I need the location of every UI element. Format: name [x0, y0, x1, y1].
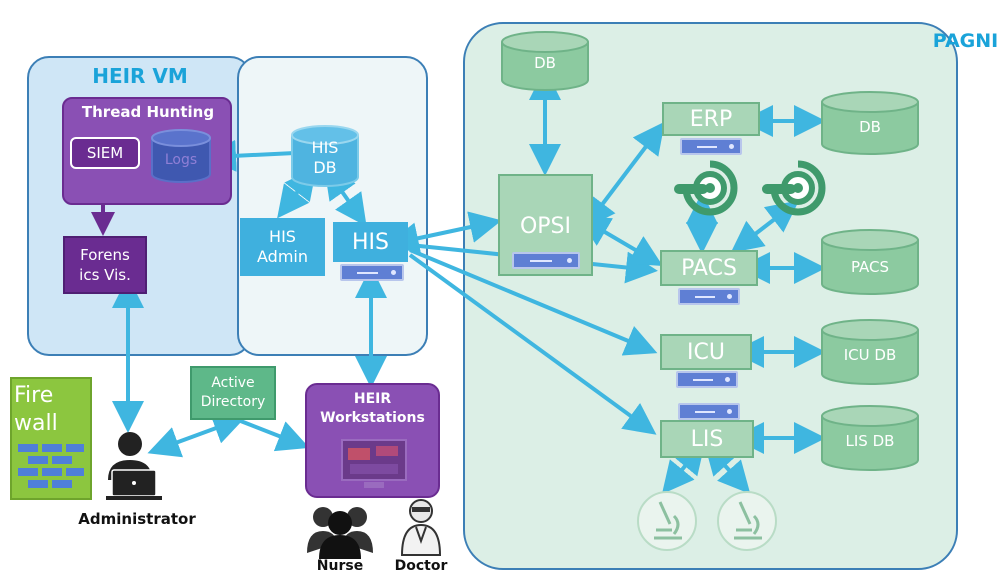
his-admin-box: HIS Admin: [240, 218, 325, 276]
mri-scanner-icon: [674, 160, 738, 216]
his-db-line-2: DB: [313, 158, 337, 177]
firewall-label: Fire wall: [14, 380, 74, 440]
opsi-server-icon: [512, 252, 580, 269]
mri-scanner-icon-2: [762, 160, 826, 216]
arrow-lis-microscope1: [661, 441, 706, 495]
erp-database-icon: [821, 91, 919, 155]
erp-server-icon: [680, 138, 742, 155]
his-db-line-1: HIS: [311, 138, 339, 157]
arrow-mri2-pacs: [730, 200, 800, 253]
pagni-title: PAGNI: [932, 30, 999, 52]
microscope-icon: [637, 491, 697, 551]
opsi-label: OPSI: [519, 214, 572, 239]
firewall-line-1: Fire: [14, 383, 54, 408]
arrow-his-icu: [409, 248, 658, 356]
icu-database-icon: [821, 319, 919, 385]
lis-box: LIS: [660, 420, 754, 458]
arrow-his-opsi: [386, 211, 502, 254]
his-server-icon: [340, 264, 404, 281]
active-directory-line-1: Active: [211, 375, 255, 391]
arrow-opsi-pacs: [577, 215, 663, 267]
arrow-opsi-erp: [583, 121, 665, 230]
siem-box: SIEM: [70, 137, 140, 169]
logs-database-icon: [151, 129, 211, 183]
nurse-group-icon: [307, 507, 373, 559]
icu-db-label: ICU DB: [843, 346, 897, 364]
workstation-monitor-icon: [341, 439, 407, 488]
his-db-label: HIS DB: [290, 132, 360, 184]
workstations-line-1: HEIR: [353, 391, 392, 407]
workstations-line-2: Workstations: [320, 410, 425, 426]
lis-database-icon: [821, 405, 919, 471]
arrow-ad-workstations: [237, 418, 310, 452]
icu-server-icon: [676, 371, 738, 388]
firewall-box: [10, 377, 92, 500]
pacs-database-icon: [821, 229, 919, 295]
erp-db-label: DB: [859, 118, 881, 136]
his-server-box: HIS: [333, 222, 408, 262]
doctor-label: Doctor: [394, 558, 448, 574]
arrow-lis-microscope2: [704, 442, 751, 494]
forensics-vis-box: Forens ics Vis.: [63, 236, 147, 294]
his-database-icon: [291, 125, 359, 187]
doctor-icon: [400, 499, 442, 556]
his-admin-line-2: Admin: [257, 247, 308, 266]
his-admin-line-1: HIS: [269, 227, 296, 246]
heir-vm-title: HEIR VM: [92, 64, 188, 88]
active-directory-line-2: Directory: [200, 394, 266, 410]
pacs-box: PACS: [660, 250, 758, 286]
lis-server-icon: [678, 403, 740, 420]
nurse-label: Nurse: [316, 558, 364, 574]
administrator-label: Administrator: [78, 510, 196, 528]
top-database-icon: [501, 31, 589, 91]
workstations-label: HEIR Workstations: [305, 388, 440, 430]
firewall-line-2: wall: [14, 411, 58, 436]
microscope-icon-2: [717, 491, 777, 551]
arrow-hisdb-his: [324, 166, 367, 227]
pacs-db-label: PACS: [850, 258, 890, 276]
forensics-line-2: ics Vis.: [79, 266, 131, 284]
active-directory-box: Active Directory: [190, 366, 276, 420]
thread-hunting-label: Thread Hunting: [81, 103, 215, 121]
forensics-line-1: Forens: [80, 246, 130, 264]
logs-label: Logs: [164, 152, 198, 168]
brick-wall-icon: [18, 444, 84, 488]
pacs-server-icon: [678, 288, 740, 305]
arrow-his-lis: [408, 253, 657, 435]
arrow-admin-ad: [147, 413, 246, 458]
erp-box: ERP: [662, 102, 760, 136]
icu-box: ICU: [660, 334, 752, 370]
top-db-label: DB: [534, 54, 556, 72]
arrow-hisdb-admin: [277, 166, 317, 219]
administrator-laptop-icon: [106, 432, 162, 500]
lis-db-label: LIS DB: [845, 432, 895, 450]
